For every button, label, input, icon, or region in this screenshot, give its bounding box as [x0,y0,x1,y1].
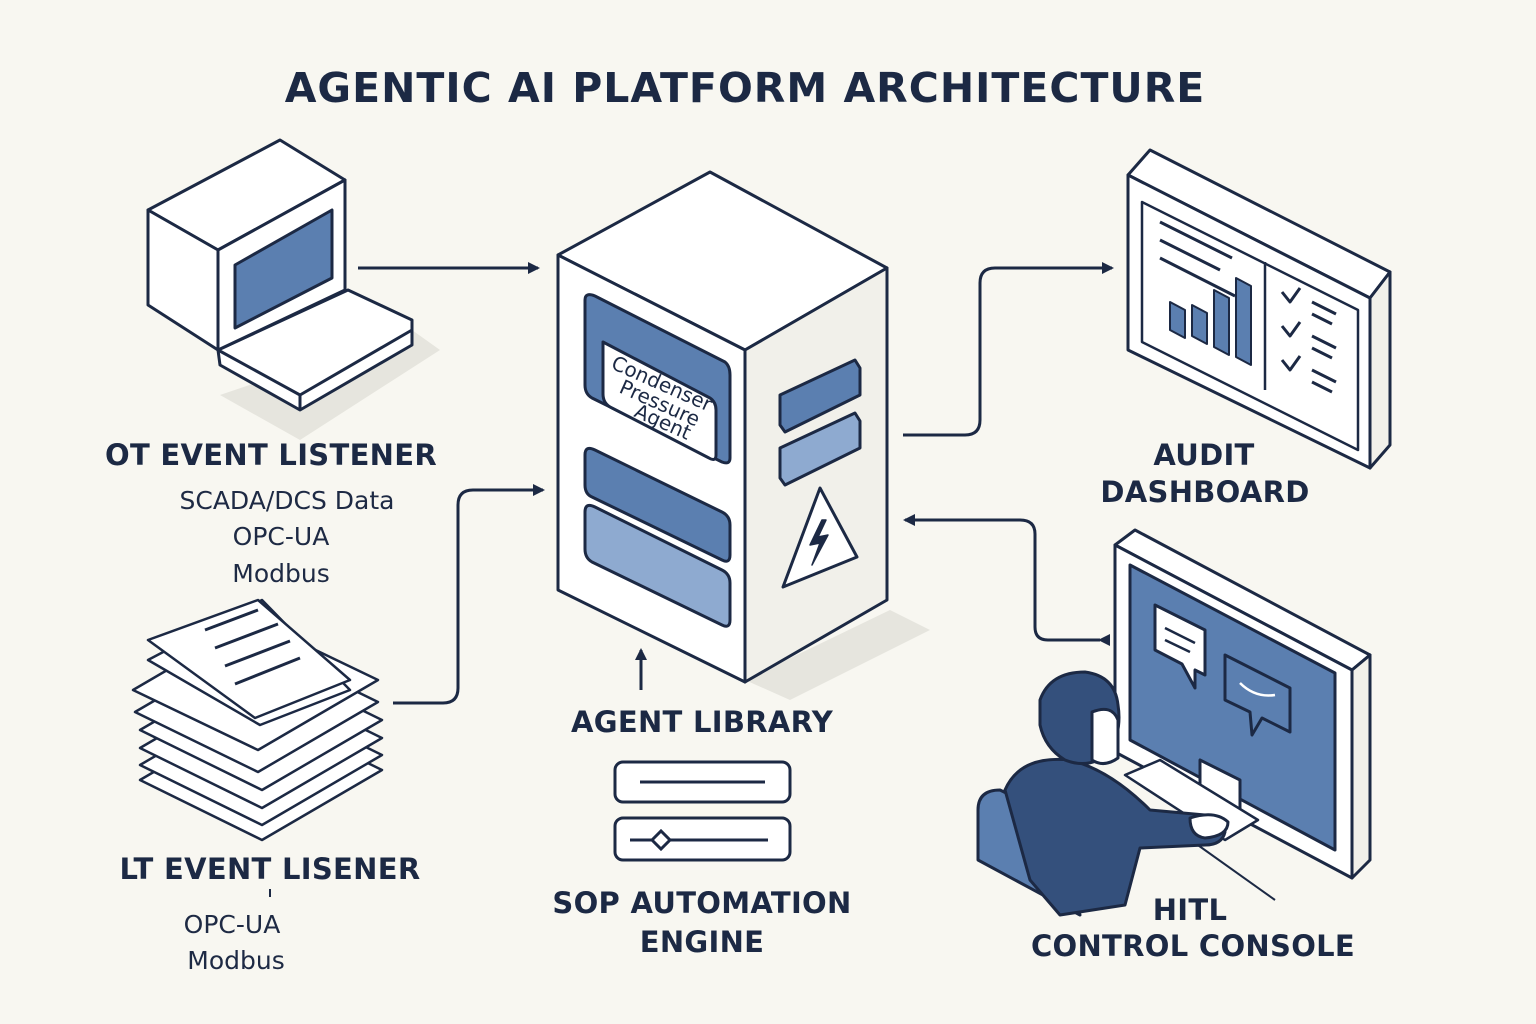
audit-dashboard-icon [1126,148,1392,470]
connectors [269,262,1114,897]
ot-listener-heading: OT EVENT LISTENER [104,438,438,472]
arrow-agent-to-audit [903,262,1114,437]
agent-library-list [613,760,792,862]
ot-terminal-icon [146,138,440,440]
sop-engine-heading-line-1: SOP AUTOMATION [552,886,852,920]
lt-listener-heading: LT EVENT LISENER [119,852,421,886]
lt-listener-line-2: Modbus [187,946,285,975]
ot-listener-line-1: SCADA/DCS Data [179,486,395,515]
ot-listener-line-2: OPC-UA [232,522,330,551]
ot-listener-line-3: Modbus [232,559,330,588]
sop-engine-heading-line-2: ENGINE [639,925,765,959]
document-stack-icon [131,598,384,842]
hitl-console-icon [976,528,1372,917]
page-title: AGENTIC AI PLATFORM ARCHITECTURE [284,64,1206,112]
arrow-agent-hitl-bidirectional [903,514,1110,646]
audit-dashboard-heading-line-2: DASHBOARD [1100,475,1310,509]
audit-dashboard-heading-line-1: AUDIT [1153,438,1255,472]
lt-listener-line-1: OPC-UA [183,910,281,939]
hitl-console-heading-line-1: HITL [1152,893,1228,927]
arrow-lt-to-agent [393,484,545,705]
hitl-console-heading-line-2: CONTROL CONSOLE [1030,929,1356,963]
agent-server-icon [556,170,930,700]
agent-library-heading: AGENT LIBRARY [571,705,833,739]
